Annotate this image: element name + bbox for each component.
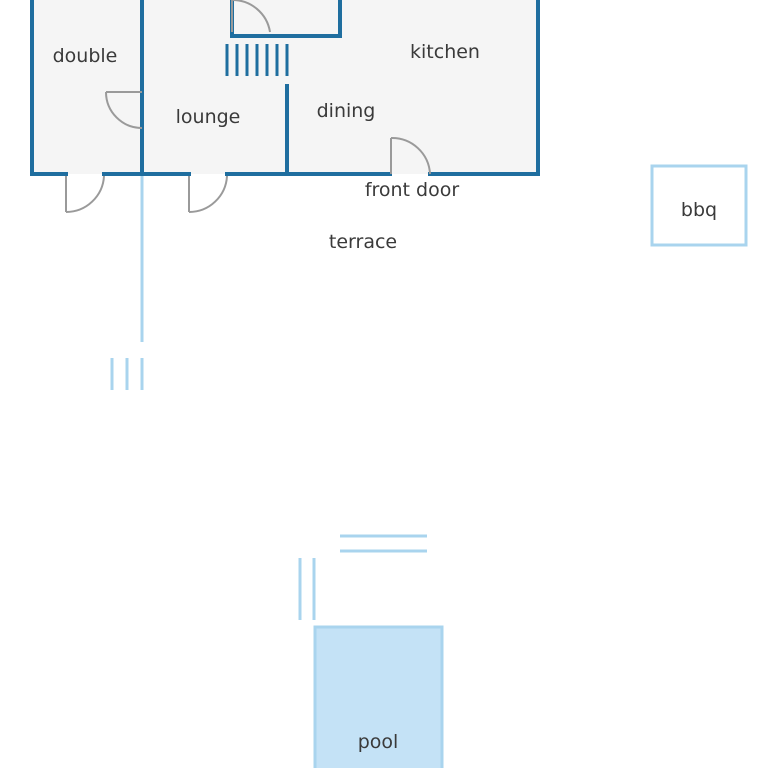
room-label-lounge: lounge [176, 106, 241, 128]
label-pool: pool [358, 731, 399, 753]
label-bbq: bbq [681, 199, 717, 221]
outdoor-fixtures [110, 164, 748, 620]
room-label-dining: dining [317, 100, 376, 122]
room-label-double: double [53, 45, 118, 67]
pool-steps-vertical [298, 558, 316, 620]
door-double-lounge [105, 91, 143, 129]
door-lounge-exterior [188, 175, 228, 214]
pool-basin [313, 625, 444, 768]
stairs [225, 44, 289, 76]
house-walls [30, 0, 540, 176]
door-double-exterior [65, 175, 105, 214]
door-swings [65, 0, 431, 214]
bbq-box [650, 164, 748, 247]
label-terrace: terrace [329, 231, 397, 253]
door-closet [231, 0, 271, 33]
pool-steps-horizontal [340, 534, 427, 553]
label-front-door: front door [365, 179, 460, 201]
garden-steps [110, 358, 144, 390]
door-front [390, 136, 431, 175]
room-label-kitchen: kitchen [410, 41, 480, 63]
